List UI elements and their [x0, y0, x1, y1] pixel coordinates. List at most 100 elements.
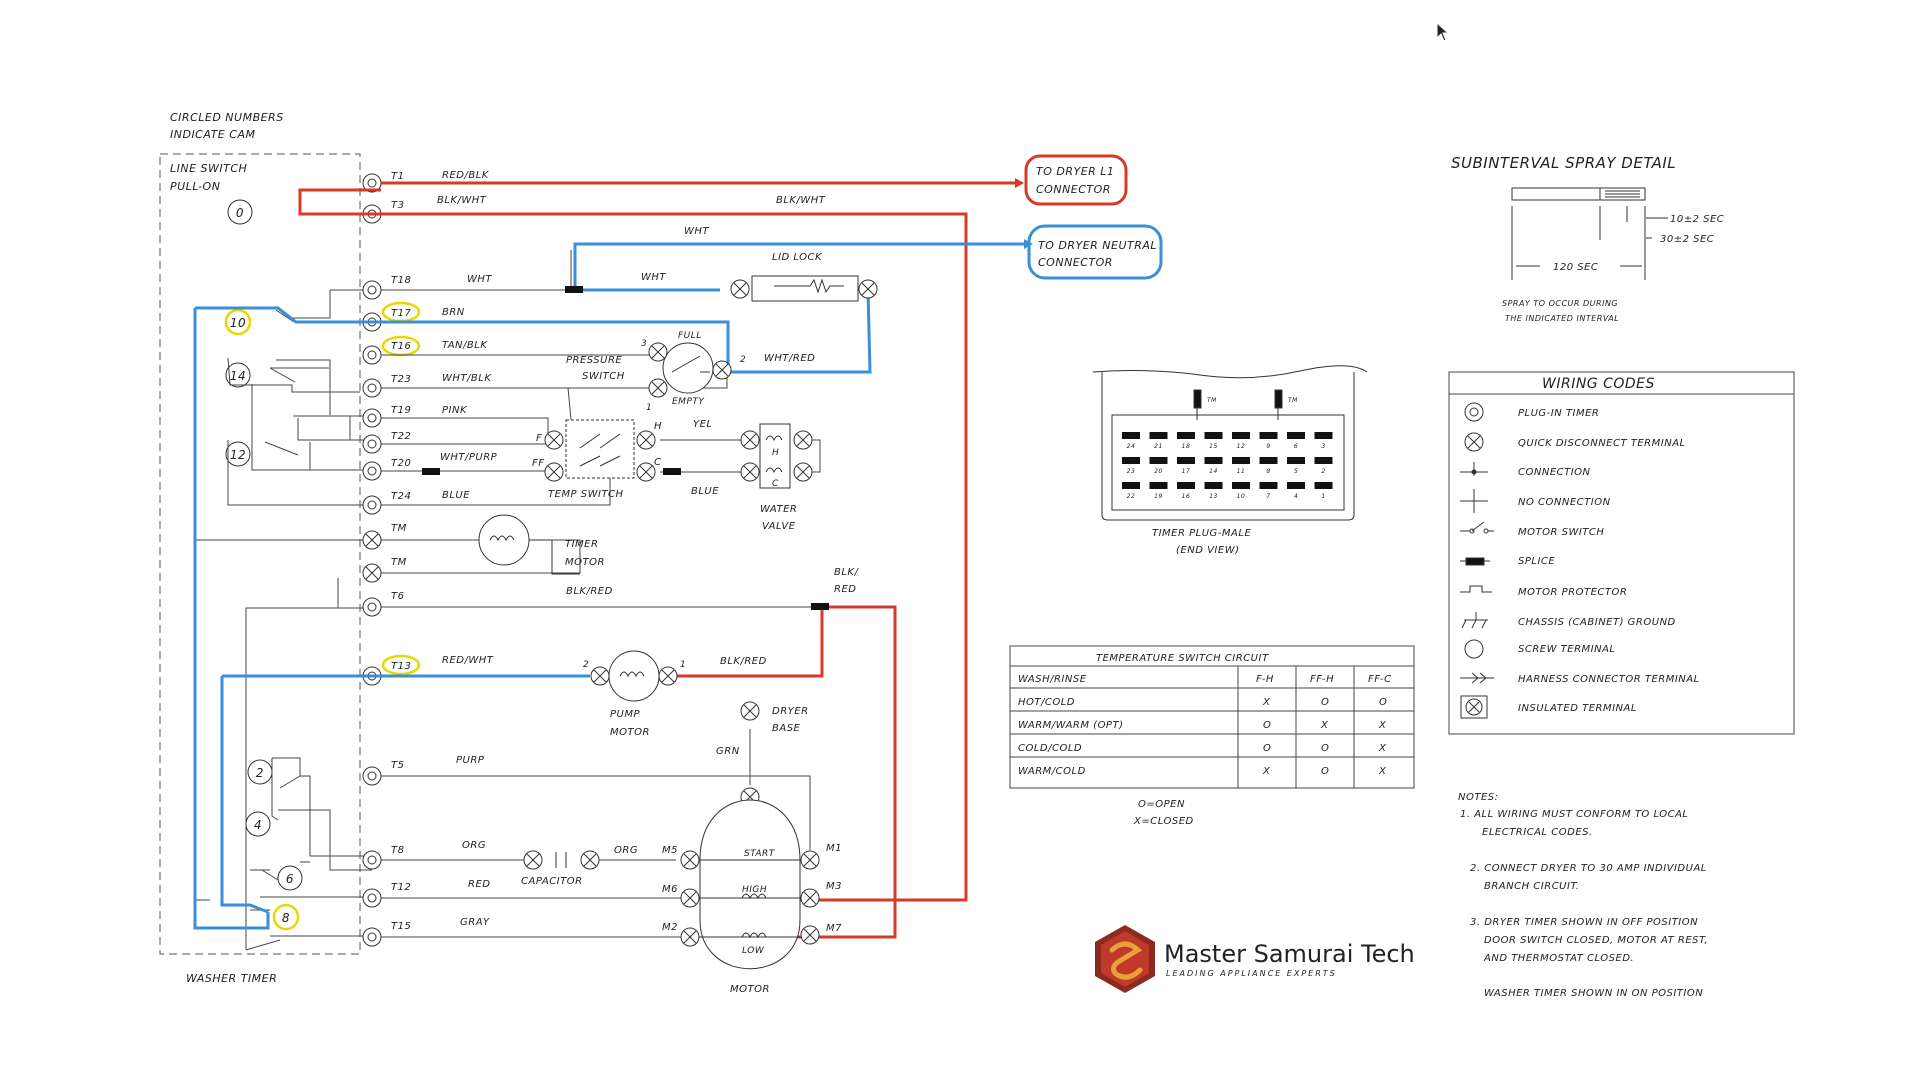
wire-label-blkred-1: BLK/	[834, 567, 859, 578]
wire-label-t3-far: BLK/WHT	[776, 195, 826, 206]
timer-motor	[478, 514, 580, 575]
wiring-codes-box	[1448, 371, 1795, 735]
temp-ff: FF	[532, 458, 545, 469]
temp-table-cell: X	[1378, 720, 1387, 731]
plug-tm-2: TM	[1288, 397, 1298, 404]
wire-label-blkred-2: RED	[834, 584, 856, 595]
temp-c: C	[654, 457, 661, 468]
plug-pin	[1149, 457, 1168, 464]
cam-8	[272, 903, 300, 931]
motor-m3: M3	[826, 881, 842, 892]
spray-120-sec: 120 SEC	[1553, 262, 1598, 273]
plug-pin	[1149, 482, 1168, 489]
wire-label-t17: BRN	[442, 307, 465, 318]
cam-2-label: 2	[256, 766, 264, 780]
temp-table-header: F-H	[1256, 674, 1274, 685]
pump-label-2: MOTOR	[610, 727, 650, 738]
spray-title: SUBINTERVAL SPRAY DETAIL	[1451, 154, 1676, 172]
plug-pin-label: 3	[1321, 443, 1325, 450]
label-t20: T20	[391, 458, 411, 469]
wire-label-t13: RED/WHT	[442, 655, 494, 666]
motor-switch-icon	[1460, 521, 1494, 534]
plug-pin	[1177, 457, 1195, 464]
washer-timer-label: WASHER TIMER	[186, 972, 277, 985]
cam-12-label: 12	[230, 448, 246, 462]
wire-label-org2: ORG	[614, 845, 638, 856]
connection-icon	[1460, 462, 1488, 476]
temp-table-cell: O	[1379, 697, 1387, 708]
plug-pin	[1177, 432, 1195, 439]
temp-table-open: O=OPEN	[1138, 799, 1185, 810]
motor-m2: M2	[662, 922, 678, 933]
mouse-cursor-icon	[1436, 22, 1450, 42]
plug-pin	[1314, 482, 1333, 489]
wire-label-t20: WHT/PURP	[440, 452, 498, 463]
plug-pin-label: 15	[1209, 443, 1218, 450]
label-t16: T16	[391, 341, 411, 352]
wire-label-t15: GRAY	[460, 917, 490, 928]
wire-label-pump-right: BLK/RED	[720, 656, 767, 667]
spray-note-2: THE INDICATED INTERVAL	[1505, 314, 1619, 323]
wiring-code-no-connection: NO CONNECTION	[1518, 497, 1611, 508]
plug-pin-label: 2	[1321, 468, 1325, 475]
no-connection-icon	[1460, 489, 1488, 513]
temp-table-cell: X	[1262, 766, 1271, 777]
timer-motor-label: TIMER	[565, 539, 598, 550]
splice-icon	[1460, 557, 1490, 566]
red-wires	[298, 181, 1015, 939]
note-2a: 2. CONNECT DRYER TO 30 AMP INDIVIDUAL	[1470, 863, 1707, 874]
pressure-pin-1: 1	[646, 403, 652, 413]
note-2b: BRANCH CIRCUIT.	[1484, 881, 1580, 892]
plug-pin	[1204, 482, 1223, 489]
temp-table-cell: O	[1321, 697, 1329, 708]
temp-table-header: FF-H	[1310, 674, 1334, 685]
temp-table-cell: WARM/COLD	[1018, 766, 1086, 777]
pressure-pin-3: 3	[641, 339, 647, 349]
timer-plug	[1092, 365, 1368, 521]
temp-table-cell: O	[1263, 720, 1271, 731]
motor-label: MOTOR	[730, 984, 770, 995]
insulated-terminal-icon	[1460, 695, 1488, 719]
motor-high: HIGH	[742, 885, 767, 895]
plug-pin	[1314, 457, 1333, 464]
plug-pin-label: 24	[1127, 443, 1136, 450]
dryer-base-label: DRYER	[772, 706, 809, 717]
temp-table-cell: WARM/WARM (OPT)	[1018, 720, 1123, 731]
wire-label-lid-wht: WHT	[641, 272, 666, 283]
plug-pin-label: 13	[1209, 493, 1218, 500]
spray-10-sec: 10±2 SEC	[1670, 214, 1724, 225]
plug-pin-label: 9	[1266, 443, 1270, 450]
valve-h: H	[772, 448, 779, 458]
plug-pin	[1122, 432, 1140, 439]
cam-10-label: 10	[230, 316, 246, 330]
pump-label: PUMP	[610, 709, 640, 720]
temp-switch	[544, 419, 656, 482]
wire-label-wht-red: WHT/RED	[764, 353, 815, 364]
cam-14	[225, 362, 251, 388]
plug-pin	[1287, 482, 1305, 489]
water-valve	[740, 423, 813, 489]
water-valve-label-2: VALVE	[762, 521, 796, 532]
dryer-l1-label-2: CONNECTOR	[1036, 183, 1111, 196]
temp-table-cell: HOT/COLD	[1018, 697, 1075, 708]
temp-table-title: TEMPERATURE SWITCH CIRCUIT	[1096, 653, 1269, 664]
plug-pin	[1259, 432, 1278, 439]
wire-label-yel: YEL	[693, 419, 713, 430]
wiring-code-plug-in-timer: PLUG-IN TIMER	[1518, 408, 1599, 419]
line-switch-label-2: PULL-ON	[170, 180, 220, 193]
terminal-column	[362, 173, 382, 947]
label-t1: T1	[391, 171, 404, 182]
label-tm1: TM	[391, 523, 407, 534]
wiring-codes-title: WIRING CODES	[1542, 376, 1655, 392]
wiring-codes-icons	[1460, 402, 1494, 719]
motor-m7: M7	[826, 923, 842, 934]
dryer-base-label-2: BASE	[772, 723, 801, 734]
plug-pin-label: 22	[1127, 493, 1136, 500]
plug-title: TIMER PLUG-MALE	[1152, 528, 1251, 539]
wire-label-t1: RED/BLK	[442, 170, 490, 181]
wiring-code-quick-disconnect: QUICK DISCONNECT TERMINAL	[1518, 438, 1686, 449]
motor-protector-icon	[1460, 585, 1492, 593]
label-t3: T3	[391, 200, 404, 211]
temp-table-closed: X=CLOSED	[1133, 816, 1194, 827]
